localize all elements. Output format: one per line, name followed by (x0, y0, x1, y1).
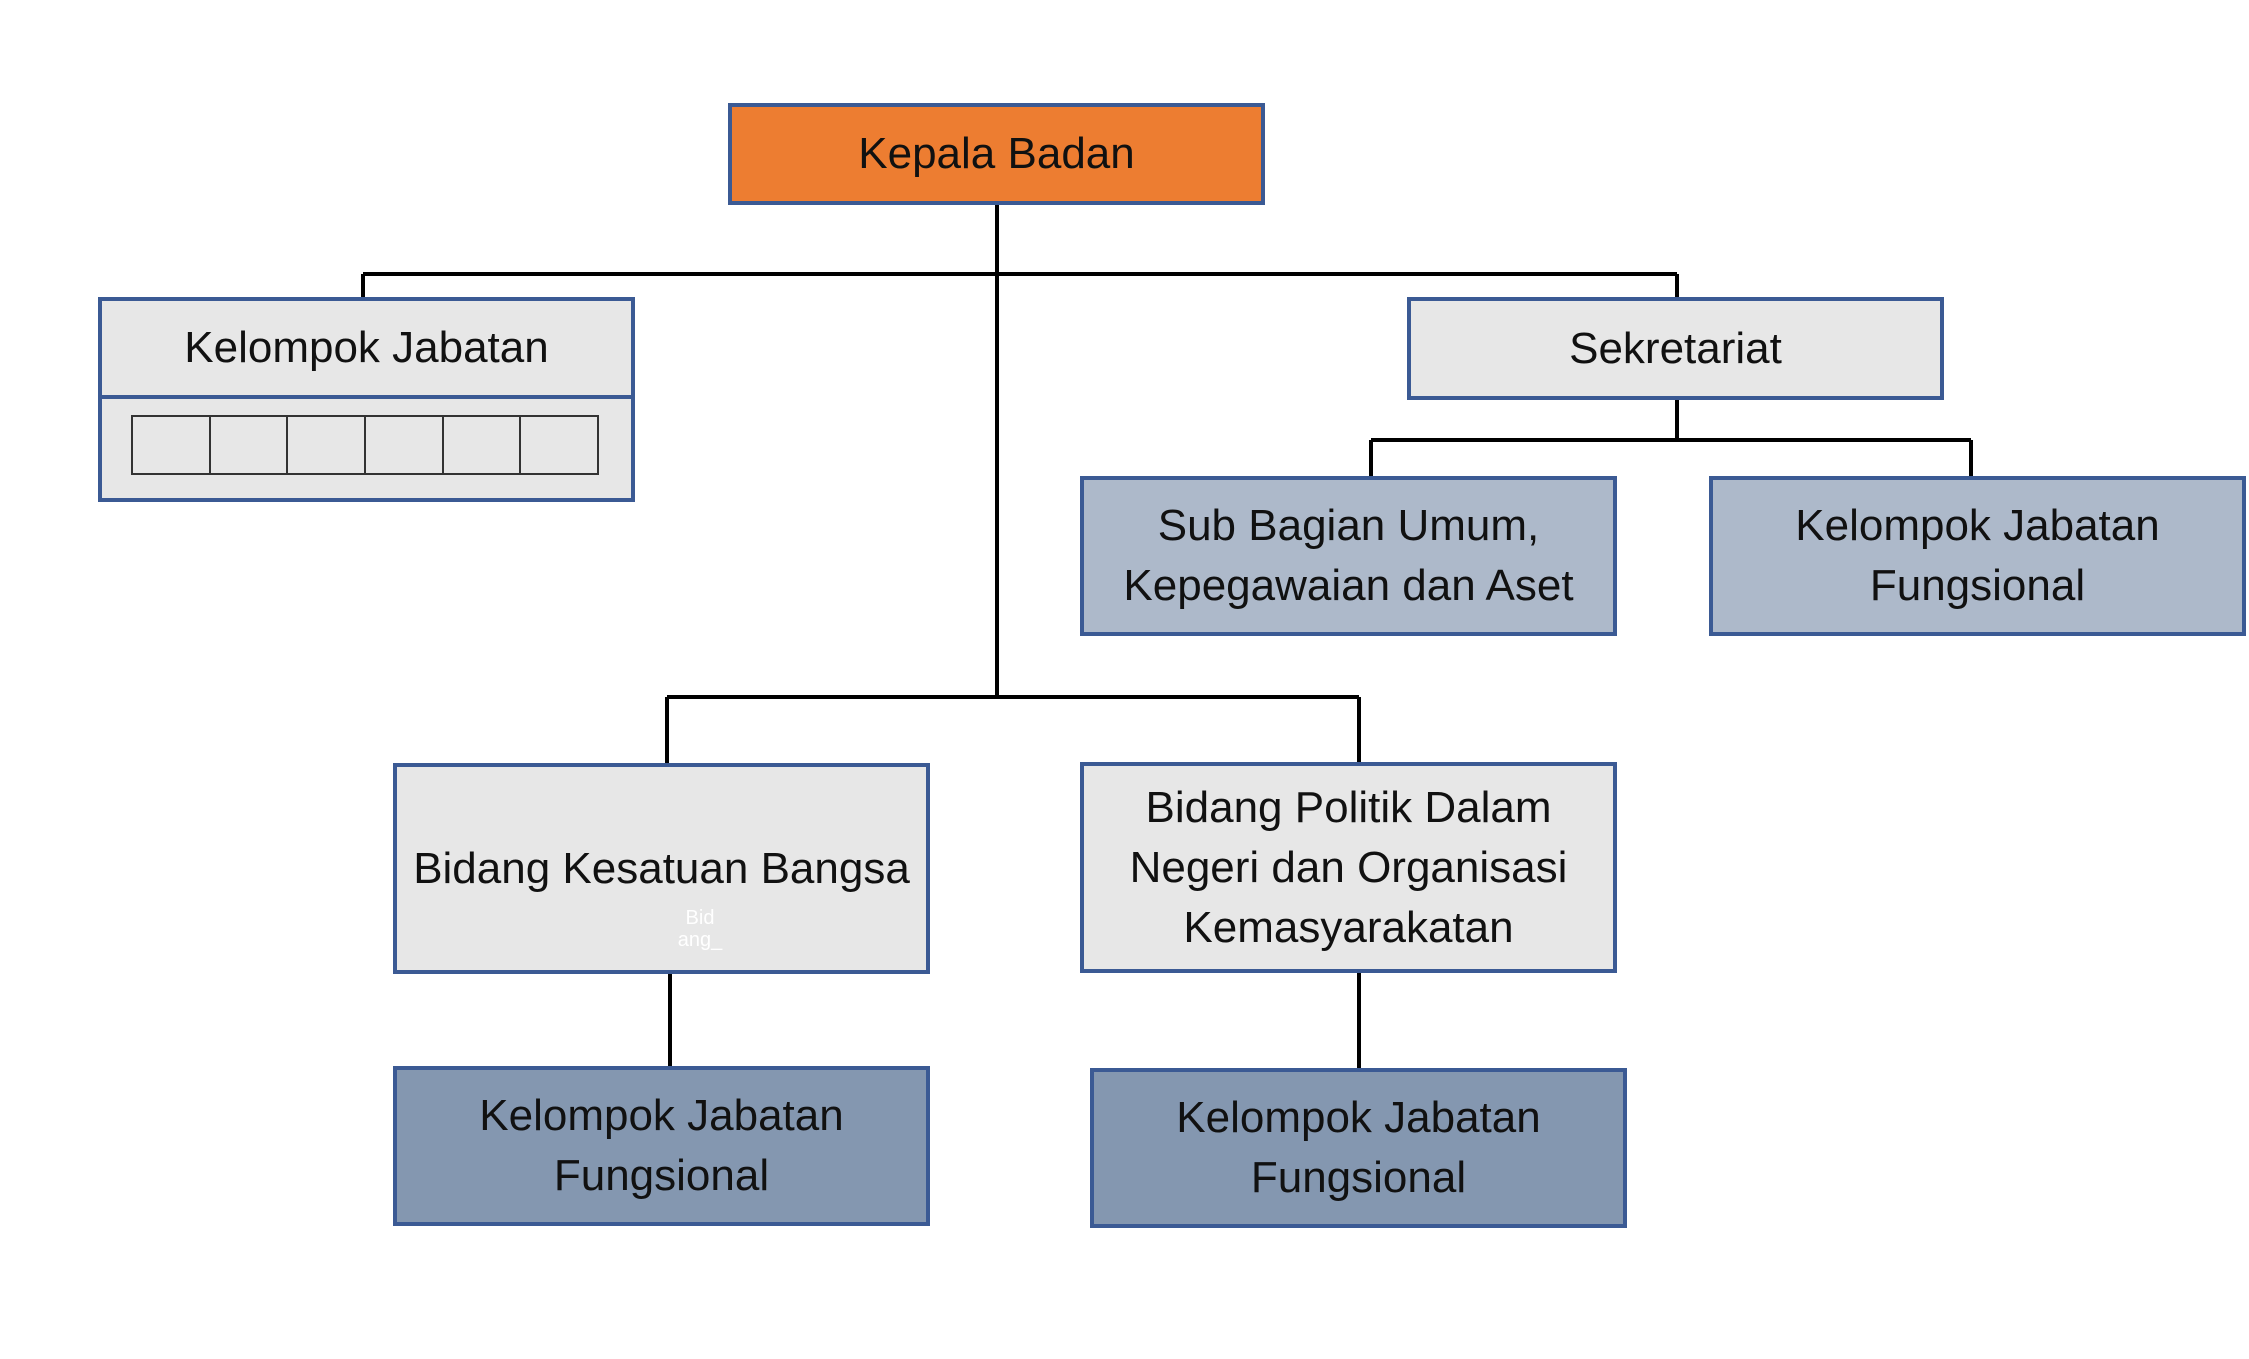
node-kelompok-jabatan-top: Kelompok Jabatan (98, 297, 635, 399)
node-label-line: Kepala Badan (858, 129, 1135, 178)
connector-lines (361, 203, 1973, 1070)
node-sekretariat: Sekretariat (1407, 297, 1944, 400)
node-label-line: Kepegawaian dan Aset (1123, 561, 1574, 610)
watermark-line: ang_ (677, 929, 723, 951)
empty-cell (210, 417, 289, 473)
node-label-line: Bidang Kesatuan Bangsa (413, 843, 910, 893)
node-sub-bagian-umum: Sub Bagian Umum, Kepegawaian dan Aset (1080, 476, 1617, 636)
node-label-line: Negeri dan Organisasi (1129, 842, 1568, 892)
empty-cell (366, 417, 444, 473)
node-label-line: Sub Bagian Umum, (1157, 501, 1540, 550)
empty-cell-row (131, 415, 599, 475)
node-label-line: Kelompok Jabatan (1176, 1093, 1541, 1142)
empty-cell (443, 417, 522, 473)
node-label-line: Kemasyarakatan (1183, 902, 1514, 952)
empty-cell (521, 417, 598, 473)
node-label-line: Kelompok Jabatan (479, 1091, 844, 1140)
watermark-line: Bid (685, 907, 715, 929)
node-label-line: Kelompok Jabatan (1795, 501, 2160, 550)
node-label-line: Fungsional (553, 1151, 770, 1200)
node-bidang-kesatuan-bangsa: Bidang Kesatuan Bangsa (393, 763, 930, 974)
empty-cell (288, 417, 367, 473)
node-label-line: Bidang Politik Dalam (1145, 782, 1552, 832)
node-label-line: Kelompok Jabatan (184, 323, 549, 372)
node-label-line: Fungsional (1250, 1153, 1467, 1202)
node-label-line: Sekretariat (1569, 323, 1782, 373)
empty-cell (133, 417, 211, 473)
node-label-line: Fungsional (1869, 561, 2086, 610)
node-kepala-badan: Kepala Badan (728, 103, 1265, 205)
